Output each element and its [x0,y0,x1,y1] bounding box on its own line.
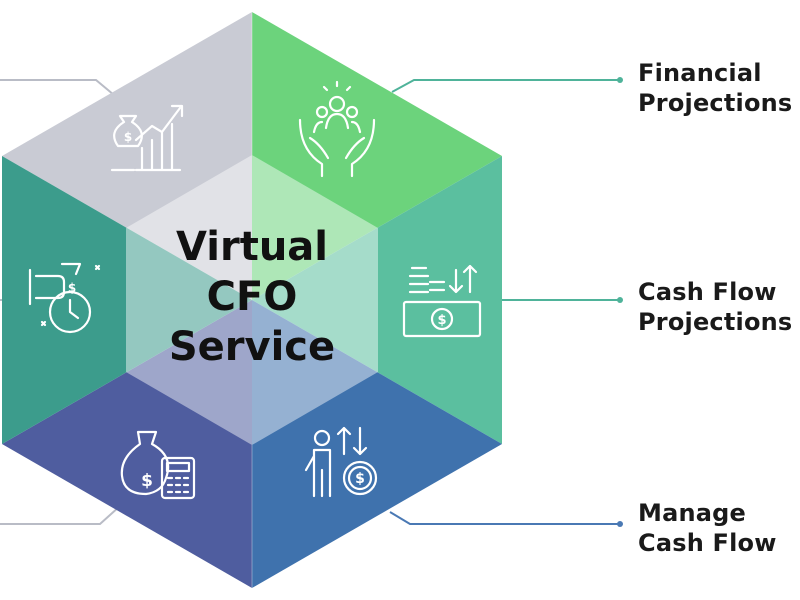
svg-text:$: $ [355,471,365,487]
center-title: Virtual CFO Service [150,222,354,372]
label-line: Projections [638,89,793,117]
segment-top-right [252,12,502,300]
moneybag-calculator-icon: $ [120,430,196,500]
label-line: Cash Flow [638,529,777,557]
connector-financial-dot [617,77,623,83]
center-hexagon [126,155,378,445]
connector-bottom-left [0,505,121,525]
svg-text:$: $ [68,281,76,295]
icons: $ $ [28,80,482,500]
segment-bottom-right [252,300,502,588]
svg-text:$: $ [141,471,153,491]
label-manage-cash-flow: Manage Cash Flow [638,498,777,558]
svg-text:$: $ [124,130,132,144]
person-dollar-coin-icon: $ [304,426,378,498]
label-cash-flow-projections: Cash Flow Projections [638,277,792,337]
segment-right [252,156,502,444]
connectors [0,77,623,527]
label-line: Projections [638,308,793,336]
coins-banknote-icon: $ [402,264,482,338]
label-financial-projections: Financial Projections [638,58,792,118]
label-line: Manage [638,499,747,527]
connector-top-left [0,79,121,101]
hand-moneybag-clock-icon: $ [28,262,101,334]
label-line: Cash Flow [638,278,777,306]
connector-financial [391,79,620,93]
connector-cashflow-dot [617,297,623,303]
center-title-line-2: CFO [206,274,298,320]
center-title-line-1: Virtual [176,224,328,270]
hands-holding-team-icon [298,80,376,178]
label-line: Financial [638,59,762,87]
connector-manage [389,511,620,525]
svg-text:$: $ [437,313,446,328]
segment-top-left [2,12,252,300]
money-growth-chart-icon: $ [110,104,184,172]
hexagon [2,12,502,588]
segment-left [2,156,252,444]
center-title-line-3: Service [168,324,336,370]
connector-manage-dot [617,521,623,527]
segment-bottom-left [2,300,252,588]
